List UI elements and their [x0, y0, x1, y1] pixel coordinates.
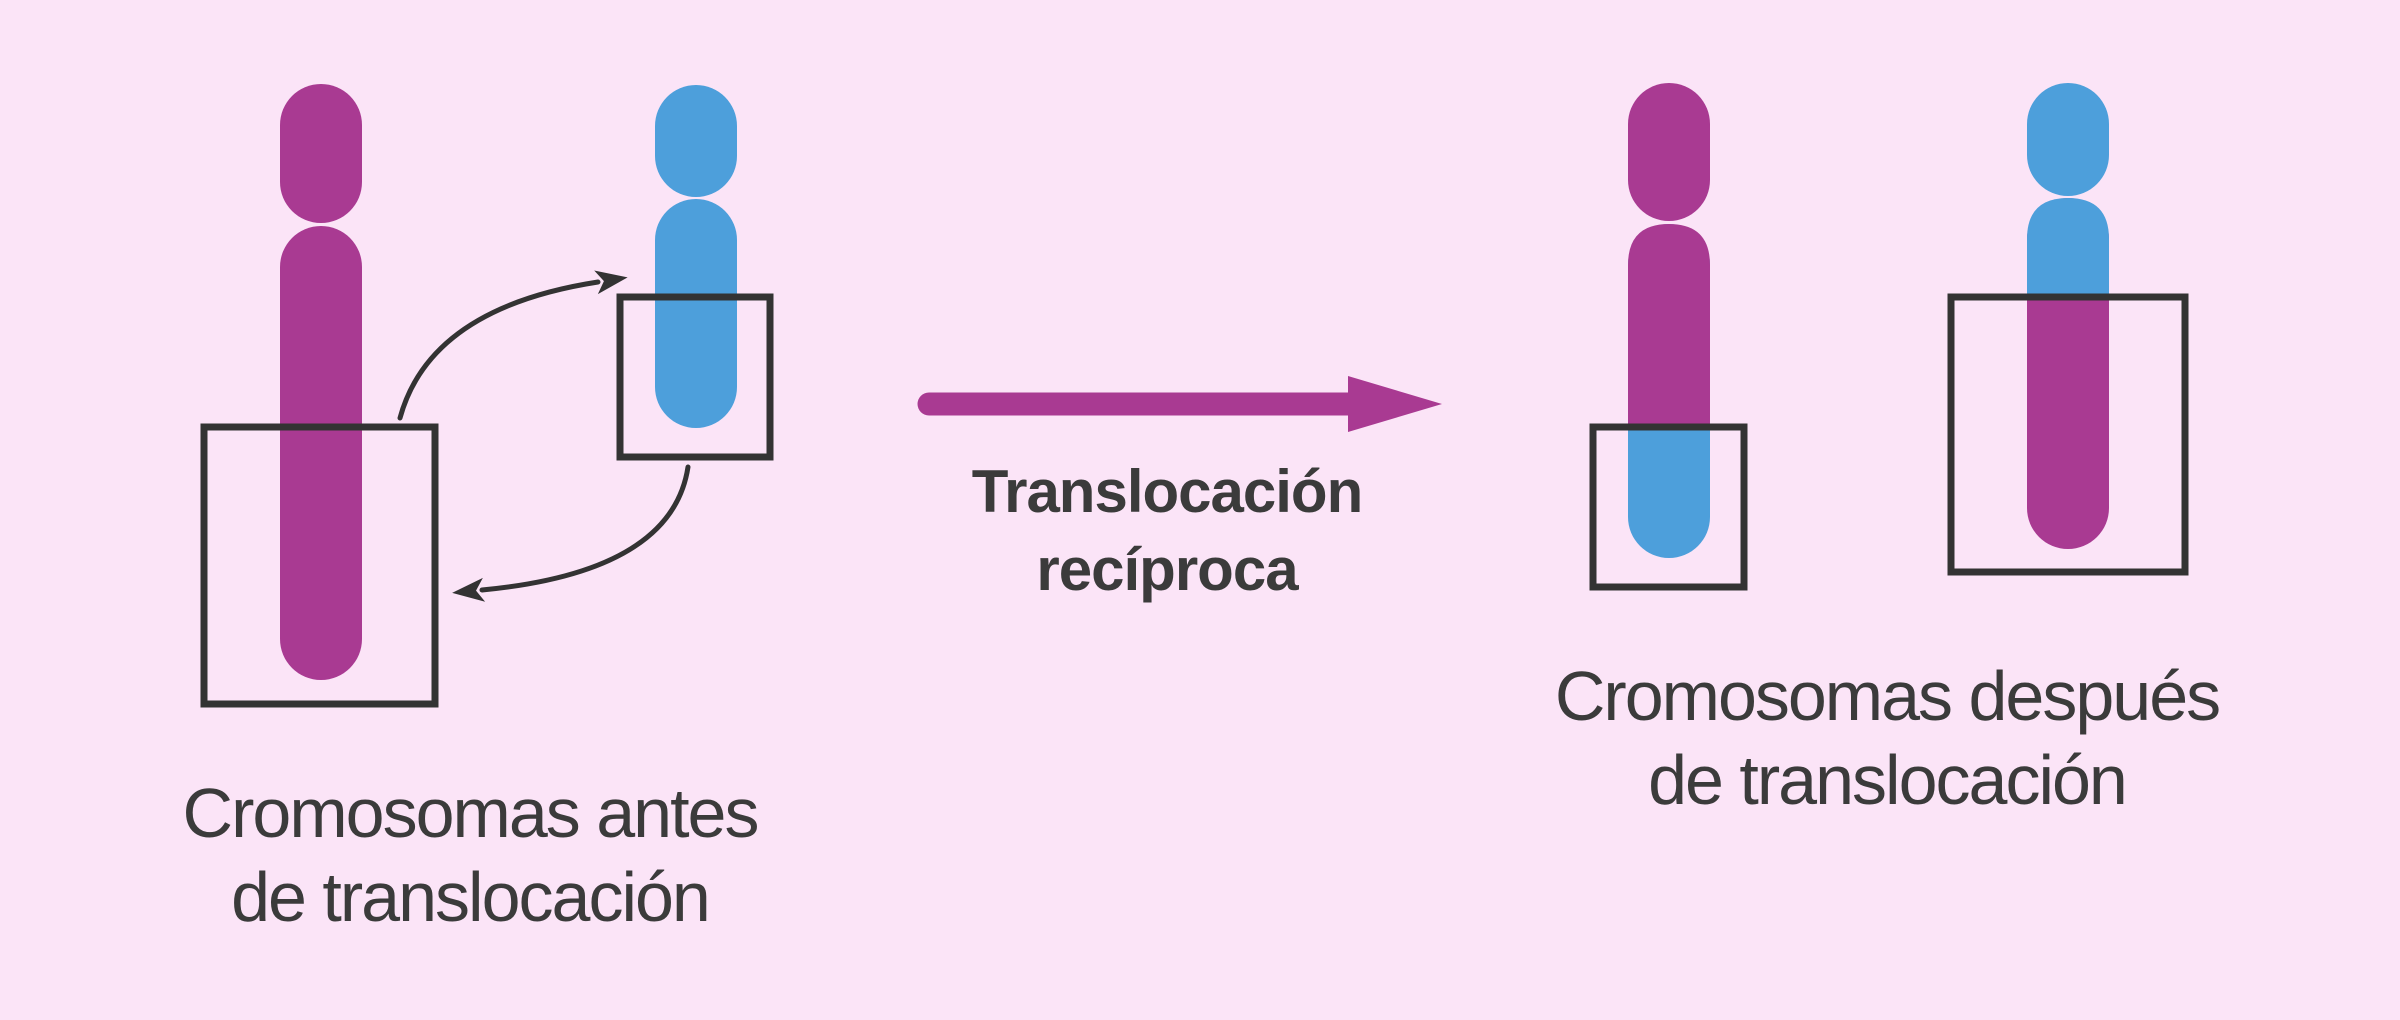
panel-before: Cromosomas antes de translocación — [183, 84, 774, 936]
process-arrow-group: Translocación recíproca — [917, 376, 1442, 603]
label-after: Cromosomas después de translocación — [1555, 657, 2221, 819]
chromosome-magenta-after — [1628, 83, 1710, 558]
process-arrow-head-icon — [1348, 376, 1442, 432]
chromosome-magenta-after-q-arm — [1628, 224, 1710, 428]
exchange-arrow-down-icon — [452, 464, 691, 602]
label-before-line2: de translocación — [231, 858, 709, 936]
chromosome-magenta-before — [280, 84, 362, 680]
chromosome-magenta-after-p-arm — [1628, 83, 1710, 221]
segment-box-magenta-before — [200, 423, 439, 708]
panel-after: Cromosomas después de translocación — [1555, 83, 2221, 819]
chromosome-blue-before-p-arm — [655, 85, 737, 197]
chromosome-blue-after-p-arm — [2027, 83, 2109, 196]
label-before-line1: Cromosomas antes — [183, 774, 758, 852]
segment-box-magenta-after — [1589, 423, 1748, 591]
segment-box-blue-after — [1947, 293, 2189, 576]
chromosome-magenta-before-q-arm — [280, 226, 362, 680]
label-before: Cromosomas antes de translocación — [183, 774, 760, 936]
chromosome-blue-before — [655, 85, 737, 428]
exchange-arrow-up-icon — [397, 270, 628, 421]
chromosome-blue-after — [2027, 83, 2109, 549]
process-title-line2: recíproca — [1036, 536, 1299, 603]
chromosome-magenta-before-p-arm — [280, 84, 362, 223]
label-after-line1: Cromosomas después — [1555, 657, 2219, 735]
chromosome-blue-before-q-arm — [655, 199, 737, 428]
process-title-line1: Translocación — [972, 458, 1362, 525]
label-after-line2: de translocación — [1648, 741, 2126, 819]
chromosome-blue-after-q-arm — [2027, 198, 2109, 299]
segment-box-blue-before — [616, 293, 774, 461]
